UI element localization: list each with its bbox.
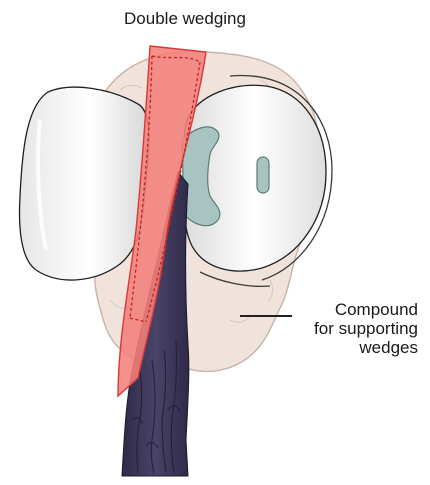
compound-label-line-1: Compound [314,300,418,319]
compound-label-line-3: wedges [314,338,418,357]
occlusal-groove [257,157,269,193]
diagram-title: Double wedging [0,9,370,28]
compound-label: Compound for supporting wedges [314,300,418,357]
compound-label-line-2: for supporting [314,319,418,338]
